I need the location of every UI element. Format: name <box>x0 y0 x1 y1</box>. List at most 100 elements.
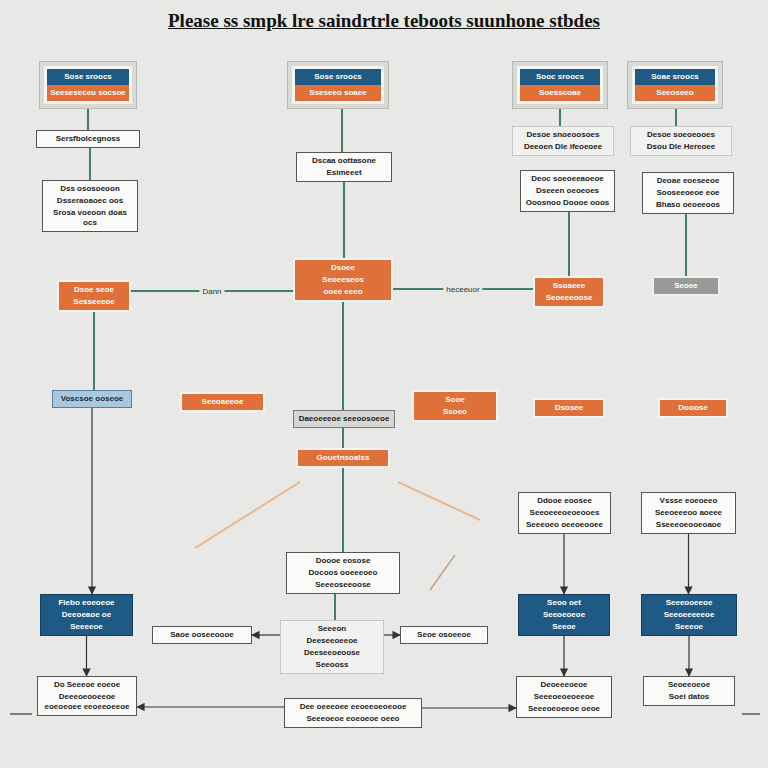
light-blue-box: Voscsoe ooseoe <box>52 390 132 408</box>
node-text: Deeseeoeoose <box>285 648 379 658</box>
process-box: Dee oeeeoee eeoeeoeoeooeSeeeoeoe eoeoeoe… <box>284 698 422 728</box>
node-text: Seoe osoeeoe <box>405 630 483 640</box>
process-box: Dscaa oottasoneEsimeeet <box>296 152 392 182</box>
node-text: Dsou Dle Hereoee <box>635 142 727 152</box>
connector <box>568 212 570 276</box>
node-text: Seeooss <box>285 660 379 670</box>
node-text: Dooose <box>664 403 722 413</box>
note-box: SeeeonDeeseeoeeoeDeeseeoeooseSeeooss <box>280 620 384 674</box>
node-text: Seeeoe <box>646 622 732 632</box>
node-text: Sose sroocs <box>47 69 129 85</box>
orange-box: SooeSsoeo <box>412 390 498 422</box>
monitor-node: Sose sroocsSeeseseceu socsoe <box>40 62 136 108</box>
process-box: Sersfbolcegnoss <box>36 130 140 148</box>
node-text: Deeeoeooeeoe eoeoeoee eeoeeoeeoe <box>42 692 132 712</box>
node-text: Seeeeoe <box>45 622 128 632</box>
node-text: Seeoeeeoo aoeee <box>646 508 731 518</box>
node-text: Sseeeoeooeoaoe <box>646 520 731 530</box>
node-text: Ssoaeee <box>539 281 599 291</box>
process-box: Deoc soeoeeaoeoeDseeen oeoeoesOoosnoo Do… <box>520 170 615 212</box>
node-text: Seeseseceu socsoe <box>47 85 129 101</box>
node-text: Voscsoe ooseoe <box>57 394 127 404</box>
process-box: Saoe ooseeoooe <box>152 626 252 644</box>
node-text: Gouetnsoaiss <box>302 453 384 463</box>
connector <box>342 302 344 410</box>
node-text: Seeoaeeoe <box>186 397 259 407</box>
connector <box>252 634 280 635</box>
node-text: Seeoeoeoe <box>523 610 605 620</box>
orange-box: Seeoaeeoe <box>180 392 265 412</box>
node-text: Deoc soeoeeaoeoe <box>525 174 610 184</box>
node-text: Deoae eoeseeoe <box>647 176 729 186</box>
connector <box>137 706 284 707</box>
node-text: Seeeon <box>285 624 379 634</box>
glow-ray <box>398 482 480 520</box>
node-text: Dee oeeeoee eeoeeoeoeooe <box>289 702 417 712</box>
node-text: Vssse eoeoeeo <box>646 496 731 506</box>
node-text: Fiebo eoeoeoe <box>45 598 128 608</box>
node-text: Sooc sroocs <box>520 69 600 85</box>
connector <box>688 636 689 676</box>
edge-arrow <box>10 713 32 714</box>
connector <box>563 636 564 676</box>
connector <box>343 182 345 258</box>
note-box: Desoe snoeoosoesDeeoen Dle ifeoeoee <box>512 126 614 156</box>
node-text: Srosa voeoon doas ocs <box>47 208 133 228</box>
node-text: Deeoeaoe oe <box>45 610 128 620</box>
node-text: Desoe soeoeooes <box>635 130 727 140</box>
node-text: Dscaa oottasone <box>301 156 387 166</box>
connector <box>91 408 92 594</box>
node-text: Docoos ooeeeoeo <box>291 568 395 578</box>
connector <box>559 108 561 126</box>
node-text: Deeoen Dle ifeoeoee <box>517 142 609 152</box>
node-text: Deoeeeoeoe <box>521 680 607 690</box>
node-text: Sooe <box>418 395 492 405</box>
monitor-node: Soae sroocsSeeoseeo <box>628 62 722 108</box>
node-text: Seeeoeoe eoeoeoe oeeo <box>289 714 417 724</box>
node-text: Seeeooeeoe <box>646 598 732 608</box>
connector <box>685 214 687 276</box>
orange-box: Dooose <box>658 398 728 418</box>
process-box: Seoe osoeeoe <box>400 626 488 644</box>
node-text: Seoeeseos <box>299 275 387 285</box>
connector <box>342 468 344 552</box>
node-text: Dsoee <box>299 263 387 273</box>
node-text: Soae sroocs <box>635 69 715 85</box>
monitor-node: Sooc sroocsSoesscoae <box>513 62 607 108</box>
node-text: Daeoeeeoe seeoosoeoe <box>298 414 390 424</box>
node-text: Dsseraoaoec oos <box>47 196 133 206</box>
node-text: Sersfbolcegnoss <box>41 134 135 144</box>
connector <box>341 108 343 152</box>
connector <box>563 534 564 594</box>
node-text: Bhaso oeoeeoos <box>647 200 729 210</box>
node-text: Seeeoeoeeoe oeoe <box>521 704 607 714</box>
process-box: Dss ososoeoonDsseraoaoec oosSrosa voeoon… <box>42 180 138 232</box>
process-box: Deoae eoeseeoeSooseeoeoe eoeBhaso oeoeeo… <box>642 172 734 214</box>
glow-ray <box>195 482 300 548</box>
edge-label: heceeuor <box>443 285 482 294</box>
process-box: DeoeeeoeoeSeeeoeoeoeeoeSeeeoeoeeoe oeoe <box>516 676 612 718</box>
orange-box: Gouetnsoaiss <box>296 448 390 468</box>
node-text: Seoee <box>658 281 714 291</box>
node-text: Sseseeo soaee <box>295 85 381 101</box>
node-text: Dss ososoeoon <box>47 184 133 194</box>
connector <box>86 636 87 676</box>
node-text: Saoe ooseeoooe <box>157 630 247 640</box>
screen-box: Seoee <box>652 276 720 296</box>
node-text: Dsoe seoe <box>63 285 125 295</box>
diagram-title: Please ss smpk lre saindrtrle teboots su… <box>0 10 768 32</box>
connector <box>688 534 689 594</box>
node-text: Ddooe eoosee <box>523 496 606 506</box>
node-text: Seeoseeo <box>635 85 715 101</box>
node-text: Desoe snoeoosoes <box>517 130 609 140</box>
node-text: Dseeen oeoeoes <box>525 186 610 196</box>
orange-box: DsoeeSeoeeseosooee eeeo <box>293 258 393 302</box>
edge-label: Dann <box>199 287 224 296</box>
process-box: Doooe eososeDocoos ooeeeoeoSeeeoseeoose <box>286 552 400 594</box>
process-box: SeoeeoeoeSoei datos <box>643 676 735 706</box>
node-text: Seeeoeoeoeeoe <box>521 692 607 702</box>
glow-ray <box>398 482 480 520</box>
node-text: Seeoeeeoeoeooes <box>523 508 606 518</box>
node-text: Sose sroocs <box>295 69 381 85</box>
